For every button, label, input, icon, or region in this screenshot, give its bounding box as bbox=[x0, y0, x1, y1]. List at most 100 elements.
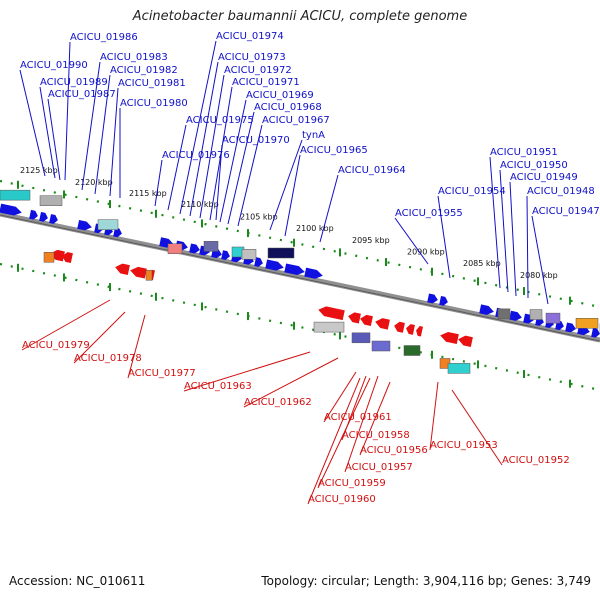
forward-gene-label: ACICU_01964 bbox=[338, 165, 406, 176]
feature-box bbox=[545, 312, 561, 324]
reverse-gene-label: ACICU_01952 bbox=[502, 455, 570, 466]
reverse-gene-arrow bbox=[440, 331, 459, 345]
lower-tick-track bbox=[0, 262, 600, 392]
forward-gene-label: tynA bbox=[302, 130, 325, 141]
forward-gene-arrow bbox=[77, 219, 92, 231]
forward-gene-label-leader bbox=[199, 74, 225, 219]
forward-gene-label-leader bbox=[394, 217, 429, 265]
reverse-gene-label-leader bbox=[243, 357, 339, 408]
forward-gene-label-leader bbox=[237, 124, 263, 227]
forward-gene-label: ACICU_01986 bbox=[70, 32, 138, 43]
reverse-gene-label: ACICU_01961 bbox=[324, 412, 392, 423]
kbp-tick-label: 2125 kbp bbox=[20, 166, 58, 175]
forward-gene-label-leader bbox=[215, 144, 223, 221]
reverse-gene-label: ACICU_01963 bbox=[184, 381, 252, 392]
forward-gene-label: ACICU_01975 bbox=[186, 115, 254, 126]
reverse-gene-label-leader bbox=[317, 377, 371, 489]
reverse-gene-label-leader bbox=[451, 389, 503, 466]
forward-gene-label-leader bbox=[189, 61, 219, 217]
forward-gene-label-leader bbox=[437, 195, 451, 279]
reverse-gene-label-leader bbox=[323, 371, 357, 423]
feature-box bbox=[497, 308, 511, 320]
feature-box bbox=[267, 247, 295, 259]
feature-box bbox=[313, 321, 345, 333]
forward-gene-arrow bbox=[427, 293, 438, 304]
forward-gene-label: ACICU_01973 bbox=[218, 52, 286, 63]
reverse-gene-arrow bbox=[375, 318, 390, 330]
forward-gene-label: ACICU_01965 bbox=[300, 145, 368, 156]
reverse-gene-arrow bbox=[62, 252, 73, 264]
forward-gene-label-leader bbox=[227, 111, 255, 225]
reverse-gene-arrow bbox=[115, 263, 130, 275]
reverse-gene-arrow bbox=[394, 321, 405, 333]
forward-gene-arrow bbox=[304, 267, 323, 279]
feature-box bbox=[575, 318, 599, 329]
forward-gene-label-leader bbox=[39, 86, 56, 179]
kbp-tick-label: 2090 kbp bbox=[407, 247, 445, 256]
forward-gene-arrow bbox=[0, 203, 22, 216]
forward-gene-label: ACICU_01987 bbox=[48, 89, 116, 100]
feature-box bbox=[39, 195, 63, 206]
feature-box bbox=[371, 340, 391, 352]
feature-box bbox=[167, 243, 183, 254]
reverse-gene-label: ACICU_01959 bbox=[318, 478, 386, 489]
forward-gene-arrow bbox=[565, 322, 576, 333]
kbp-tick-label: 2120 kbp bbox=[75, 178, 113, 187]
forward-gene-label-leader bbox=[47, 98, 61, 181]
forward-gene-label: ACICU_01981 bbox=[118, 78, 186, 89]
forward-gene-label-leader bbox=[284, 154, 301, 237]
forward-gene-arrow bbox=[265, 259, 284, 271]
backbone-edge bbox=[0, 214, 600, 342]
feature-box bbox=[447, 363, 471, 374]
forward-gene-arrow bbox=[509, 310, 522, 321]
forward-gene-label-leader bbox=[489, 156, 501, 289]
reverse-gene-label: ACICU_01979 bbox=[22, 340, 90, 351]
kbp-tick-label: 2115 kbp bbox=[129, 189, 167, 198]
forward-gene-label-leader bbox=[94, 74, 111, 195]
forward-gene-label: ACICU_01950 bbox=[500, 160, 568, 171]
feature-box bbox=[529, 309, 543, 320]
forward-gene-label-leader bbox=[219, 99, 247, 223]
forward-gene-label: ACICU_01983 bbox=[100, 52, 168, 63]
kbp-tick-label: 2095 kbp bbox=[352, 236, 390, 245]
forward-gene-label: ACICU_01982 bbox=[110, 65, 178, 76]
reverse-gene-label: ACICU_01960 bbox=[308, 494, 376, 505]
forward-gene-arrow bbox=[39, 212, 48, 222]
reverse-gene-arrow bbox=[416, 326, 423, 337]
reverse-gene-label: ACICU_01962 bbox=[244, 397, 312, 408]
forward-gene-label: ACICU_01972 bbox=[224, 65, 292, 76]
feature-box bbox=[97, 219, 119, 230]
forward-gene-arrow bbox=[591, 327, 600, 338]
forward-gene-label-leader bbox=[167, 124, 187, 211]
forward-gene-arrow bbox=[189, 243, 200, 254]
map-title: Acinetobacter baumannii ACICU, complete … bbox=[132, 9, 468, 24]
forward-gene-label-leader bbox=[319, 174, 339, 243]
reverse-gene-label: ACICU_01957 bbox=[345, 462, 413, 473]
forward-gene-label-leader bbox=[179, 40, 217, 215]
forward-gene-label-leader bbox=[19, 69, 46, 177]
reverse-gene-label: ACICU_01977 bbox=[128, 368, 196, 379]
kbp-tick-label: 2110 kbp bbox=[181, 200, 219, 209]
upper-tick-track bbox=[0, 179, 600, 309]
forward-gene-label: ACICU_01948 bbox=[527, 186, 595, 197]
reverse-gene-label-leader bbox=[359, 381, 391, 456]
forward-gene-label-leader bbox=[509, 181, 517, 297]
feature-box bbox=[351, 332, 371, 344]
feature-box bbox=[145, 270, 153, 281]
forward-gene-label-leader bbox=[81, 61, 101, 191]
reverse-gene-label-leader bbox=[21, 299, 111, 351]
reverse-gene-label-leader bbox=[307, 377, 361, 505]
reverse-gene-arrow bbox=[318, 306, 345, 321]
reverse-gene-label-leader bbox=[127, 314, 146, 379]
forward-gene-label: ACICU_01949 bbox=[510, 172, 578, 183]
forward-gene-label: ACICU_01969 bbox=[246, 90, 314, 101]
forward-gene-arrow bbox=[49, 214, 58, 224]
forward-gene-arrow bbox=[254, 257, 263, 267]
forward-gene-arrow bbox=[221, 250, 230, 260]
forward-gene-arrow bbox=[113, 227, 122, 238]
kbp-tick-label: 2105 kbp bbox=[240, 212, 278, 221]
forward-gene-label: ACICU_01980 bbox=[120, 98, 188, 109]
reverse-gene-label: ACICU_01958 bbox=[342, 430, 410, 441]
forward-gene-arrow bbox=[284, 263, 305, 275]
